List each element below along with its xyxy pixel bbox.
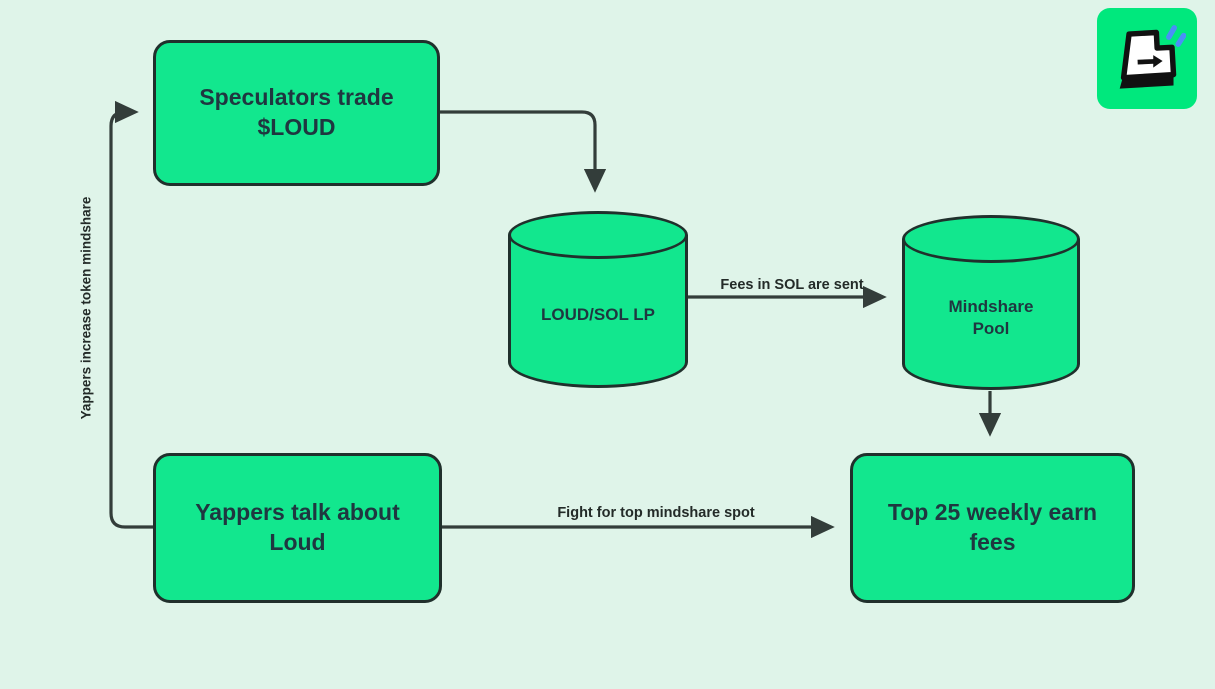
- brand-logo: [1097, 8, 1197, 109]
- edge-yappers-to-speculators: [109, 100, 153, 529]
- edge-label-fees-in-sol: Fees in SOL are sent: [720, 277, 864, 293]
- node-loud-sol-lp-label: LOUD/SOL LP: [541, 304, 655, 324]
- node-speculators: Speculators trade $LOUD: [153, 40, 440, 186]
- edge-speculators-to-lp: [440, 110, 607, 193]
- edge-label-yappers-increase-mindshare: Yappers increase token mindshare: [78, 196, 94, 420]
- node-top25-label: Top 25 weekly earn fees: [887, 499, 1098, 555]
- key-export-icon: [1119, 24, 1186, 89]
- cylinder-top-ellipse: [902, 215, 1080, 263]
- node-mindshare-pool-label: Mindshare Pool: [948, 296, 1034, 338]
- node-loud-sol-lp: LOUD/SOL LP: [508, 211, 688, 388]
- cylinder-top-ellipse: [508, 211, 688, 259]
- node-yappers-label: Yappers talk about Loud: [195, 499, 400, 555]
- node-speculators-label: Speculators trade $LOUD: [199, 84, 394, 140]
- node-mindshare-pool: Mindshare Pool: [902, 215, 1080, 390]
- node-yappers: Yappers talk about Loud: [153, 453, 442, 603]
- node-top25: Top 25 weekly earn fees: [850, 453, 1135, 603]
- edge-label-fight-for-mindshare: Fight for top mindshare spot: [557, 505, 755, 521]
